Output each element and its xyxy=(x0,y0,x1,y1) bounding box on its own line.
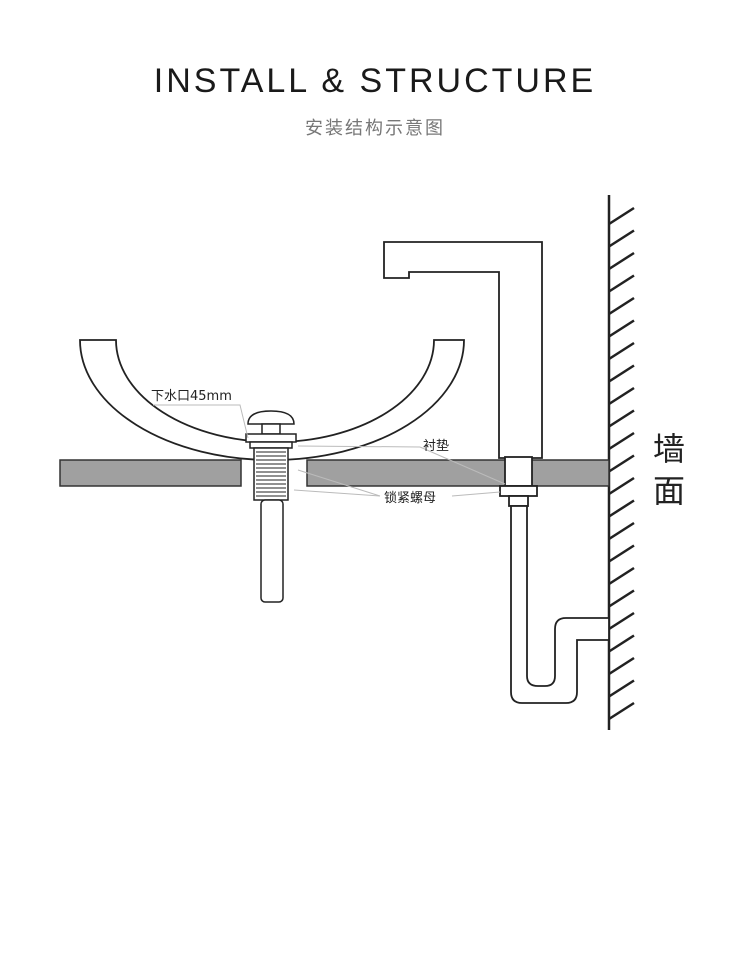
wall xyxy=(607,195,635,730)
countertop-left xyxy=(59,459,242,487)
hatch-mark xyxy=(608,634,635,653)
basin-bowl xyxy=(79,339,465,461)
drain-stem xyxy=(261,423,281,435)
drain-flange xyxy=(245,433,297,443)
hatch-mark xyxy=(608,251,635,271)
hatch-mark xyxy=(608,589,635,608)
drain-assembly xyxy=(245,410,297,603)
wall-label-char: 墙 xyxy=(653,430,685,468)
p-trap xyxy=(510,505,610,704)
hatch-mark xyxy=(608,566,635,586)
drain-threads xyxy=(256,451,286,497)
hatch-mark xyxy=(608,499,635,518)
faucet xyxy=(383,241,543,507)
hatch-mark xyxy=(608,679,635,698)
hatch-mark xyxy=(608,544,635,563)
hatch-mark xyxy=(608,319,635,338)
countertop-right xyxy=(306,459,610,487)
hatch-mark xyxy=(608,476,635,496)
wall-label-char: 面 xyxy=(653,472,685,510)
hatch-mark xyxy=(608,229,635,248)
faucet-body xyxy=(383,241,543,459)
hatch-mark xyxy=(608,206,635,226)
hatch-mark xyxy=(608,701,635,721)
hatch-mark xyxy=(608,409,635,428)
hatch-mark xyxy=(608,521,635,541)
faucet-connector xyxy=(508,495,529,507)
leader-lines xyxy=(153,404,506,497)
hatch-mark xyxy=(608,656,635,676)
page-title: INSTALL & STRUCTURE xyxy=(153,62,597,100)
faucet-lock-nut xyxy=(499,485,538,497)
hatch-mark xyxy=(608,341,635,361)
drain-gasket xyxy=(249,441,293,449)
page-subtitle: 安装结构示意图 xyxy=(305,118,445,139)
wall-hatching xyxy=(608,206,635,721)
hatch-mark xyxy=(608,274,635,293)
gasket-label: 衬垫 xyxy=(423,438,449,454)
drain-pipe xyxy=(260,499,284,603)
lock-nut-label: 锁紧螺母 xyxy=(384,490,436,506)
hatch-mark xyxy=(608,611,635,631)
hatch-mark xyxy=(608,296,635,316)
countertop xyxy=(59,459,610,487)
hatch-mark xyxy=(608,454,635,473)
hatch-mark xyxy=(608,431,635,451)
wall-label: 墙面 xyxy=(653,430,685,510)
hatch-mark xyxy=(608,364,635,383)
hatch-mark xyxy=(608,386,635,406)
drain-label: 下水口45mm xyxy=(151,389,232,404)
drain-cap xyxy=(247,410,295,425)
faucet-base xyxy=(504,456,533,487)
